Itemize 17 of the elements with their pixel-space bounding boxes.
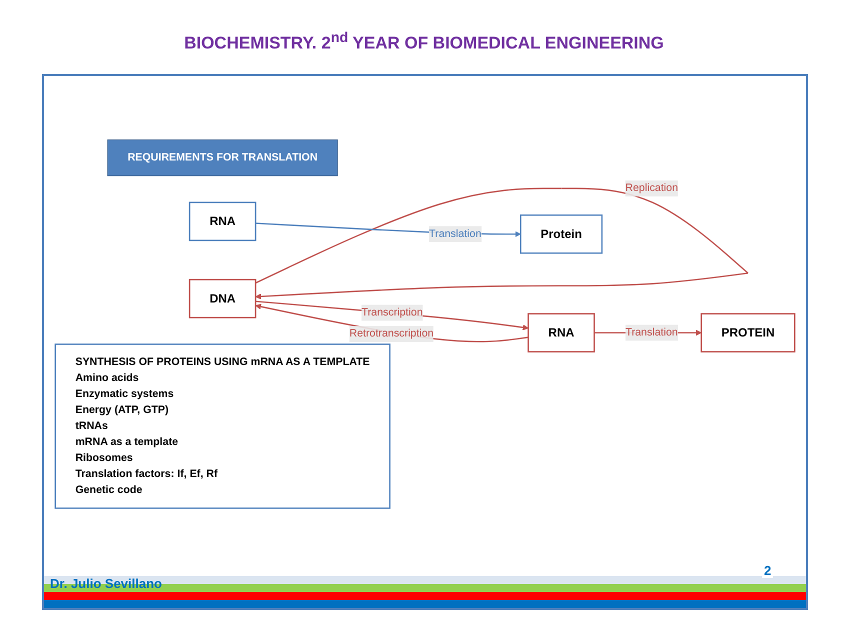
- node-box: DNA: [188, 278, 256, 318]
- edge-label: Translation: [625, 326, 678, 338]
- edge-label: Translation: [429, 228, 482, 240]
- node-box: PROTEIN: [700, 313, 796, 352]
- node-box: REQUIREMENTS FOR TRANSLATION: [107, 139, 338, 176]
- node-box: RNA: [528, 313, 595, 352]
- arrow: [256, 300, 529, 330]
- node-box: Protein: [520, 214, 603, 254]
- node-box: RNA: [188, 202, 256, 242]
- arrow: [255, 304, 528, 342]
- author-name: Dr. Julio Sevillano: [50, 576, 162, 591]
- edge-label: Transcription: [362, 306, 423, 318]
- slide-title: BIOCHEMISTRY. 2$^{nd}$ YEAR OF BIOMEDICAL ENGINEERING: [183, 30, 665, 54]
- page-number: 2: [762, 563, 774, 578]
- edge-label: Retrotranscription: [349, 328, 434, 340]
- edge-label: Replication: [625, 182, 678, 194]
- node-box: SYNTHESIS OF PROTEINS USING mRNA AS A TEMPLATE Amino acids Enzymatic systems Energy (ATP, GTP) tRNAs mRNA as a template Ribosomes Translation factors: If, Ef, Rf Genetic code: [54, 344, 390, 509]
